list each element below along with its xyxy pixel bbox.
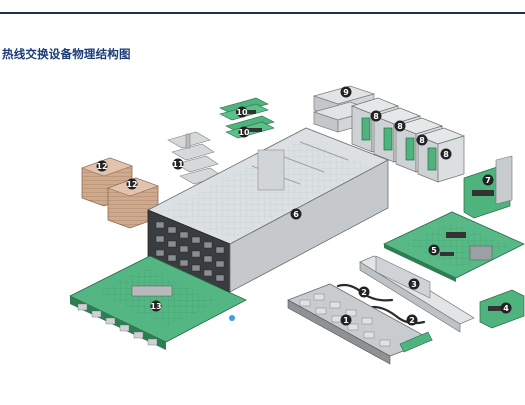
svg-text:5: 5	[431, 246, 437, 255]
header-rule	[0, 12, 525, 14]
callout-4: 4	[500, 302, 512, 314]
callout-10b: 10	[238, 126, 250, 138]
svg-text:10: 10	[236, 108, 248, 117]
svg-text:12: 12	[126, 180, 137, 189]
callout-8d: 8	[440, 148, 452, 160]
switch-board	[69, 255, 247, 350]
svg-text:8: 8	[397, 122, 403, 131]
port-board	[287, 283, 433, 365]
svg-text:2: 2	[361, 288, 367, 297]
svg-text:10: 10	[238, 128, 250, 137]
callout-5: 5	[428, 244, 440, 256]
svg-text:11: 11	[172, 160, 184, 169]
svg-text:8: 8	[373, 112, 379, 121]
svg-text:3: 3	[411, 280, 417, 289]
callout-8a: 8	[370, 110, 382, 122]
svg-text:8: 8	[443, 150, 449, 159]
callout-9: 9	[340, 86, 352, 98]
callout-10a: 10	[236, 106, 248, 118]
svg-text:6: 6	[293, 210, 299, 219]
callout-8b: 8	[394, 120, 406, 132]
callout-8c: 8	[416, 134, 428, 146]
callout-2a: 2	[358, 286, 370, 298]
svg-text:1: 1	[343, 316, 349, 325]
callout-11: 11	[172, 158, 184, 170]
svg-text:12: 12	[96, 162, 107, 171]
mounting-brackets	[167, 131, 223, 185]
callout-12b: 12	[126, 178, 138, 190]
callout-12a: 12	[96, 160, 108, 172]
callout-3: 3	[408, 278, 420, 290]
svg-text:9: 9	[343, 88, 349, 97]
mainboard	[383, 211, 525, 282]
page-title: 热线交换设备物理结构图	[2, 47, 131, 61]
callout-13: 13	[150, 300, 162, 312]
svg-text:2: 2	[409, 316, 415, 325]
svg-text:13: 13	[150, 302, 161, 311]
callout-6: 6	[290, 208, 302, 220]
callout-2b: 2	[406, 314, 418, 326]
svg-text:7: 7	[485, 176, 491, 185]
callout-1: 1	[340, 314, 352, 326]
svg-text:8: 8	[419, 136, 425, 145]
chassis	[147, 127, 389, 293]
header-bar	[0, 0, 525, 14]
callout-7: 7	[482, 174, 494, 186]
riser-card	[463, 155, 513, 219]
svg-text:4: 4	[503, 304, 509, 313]
